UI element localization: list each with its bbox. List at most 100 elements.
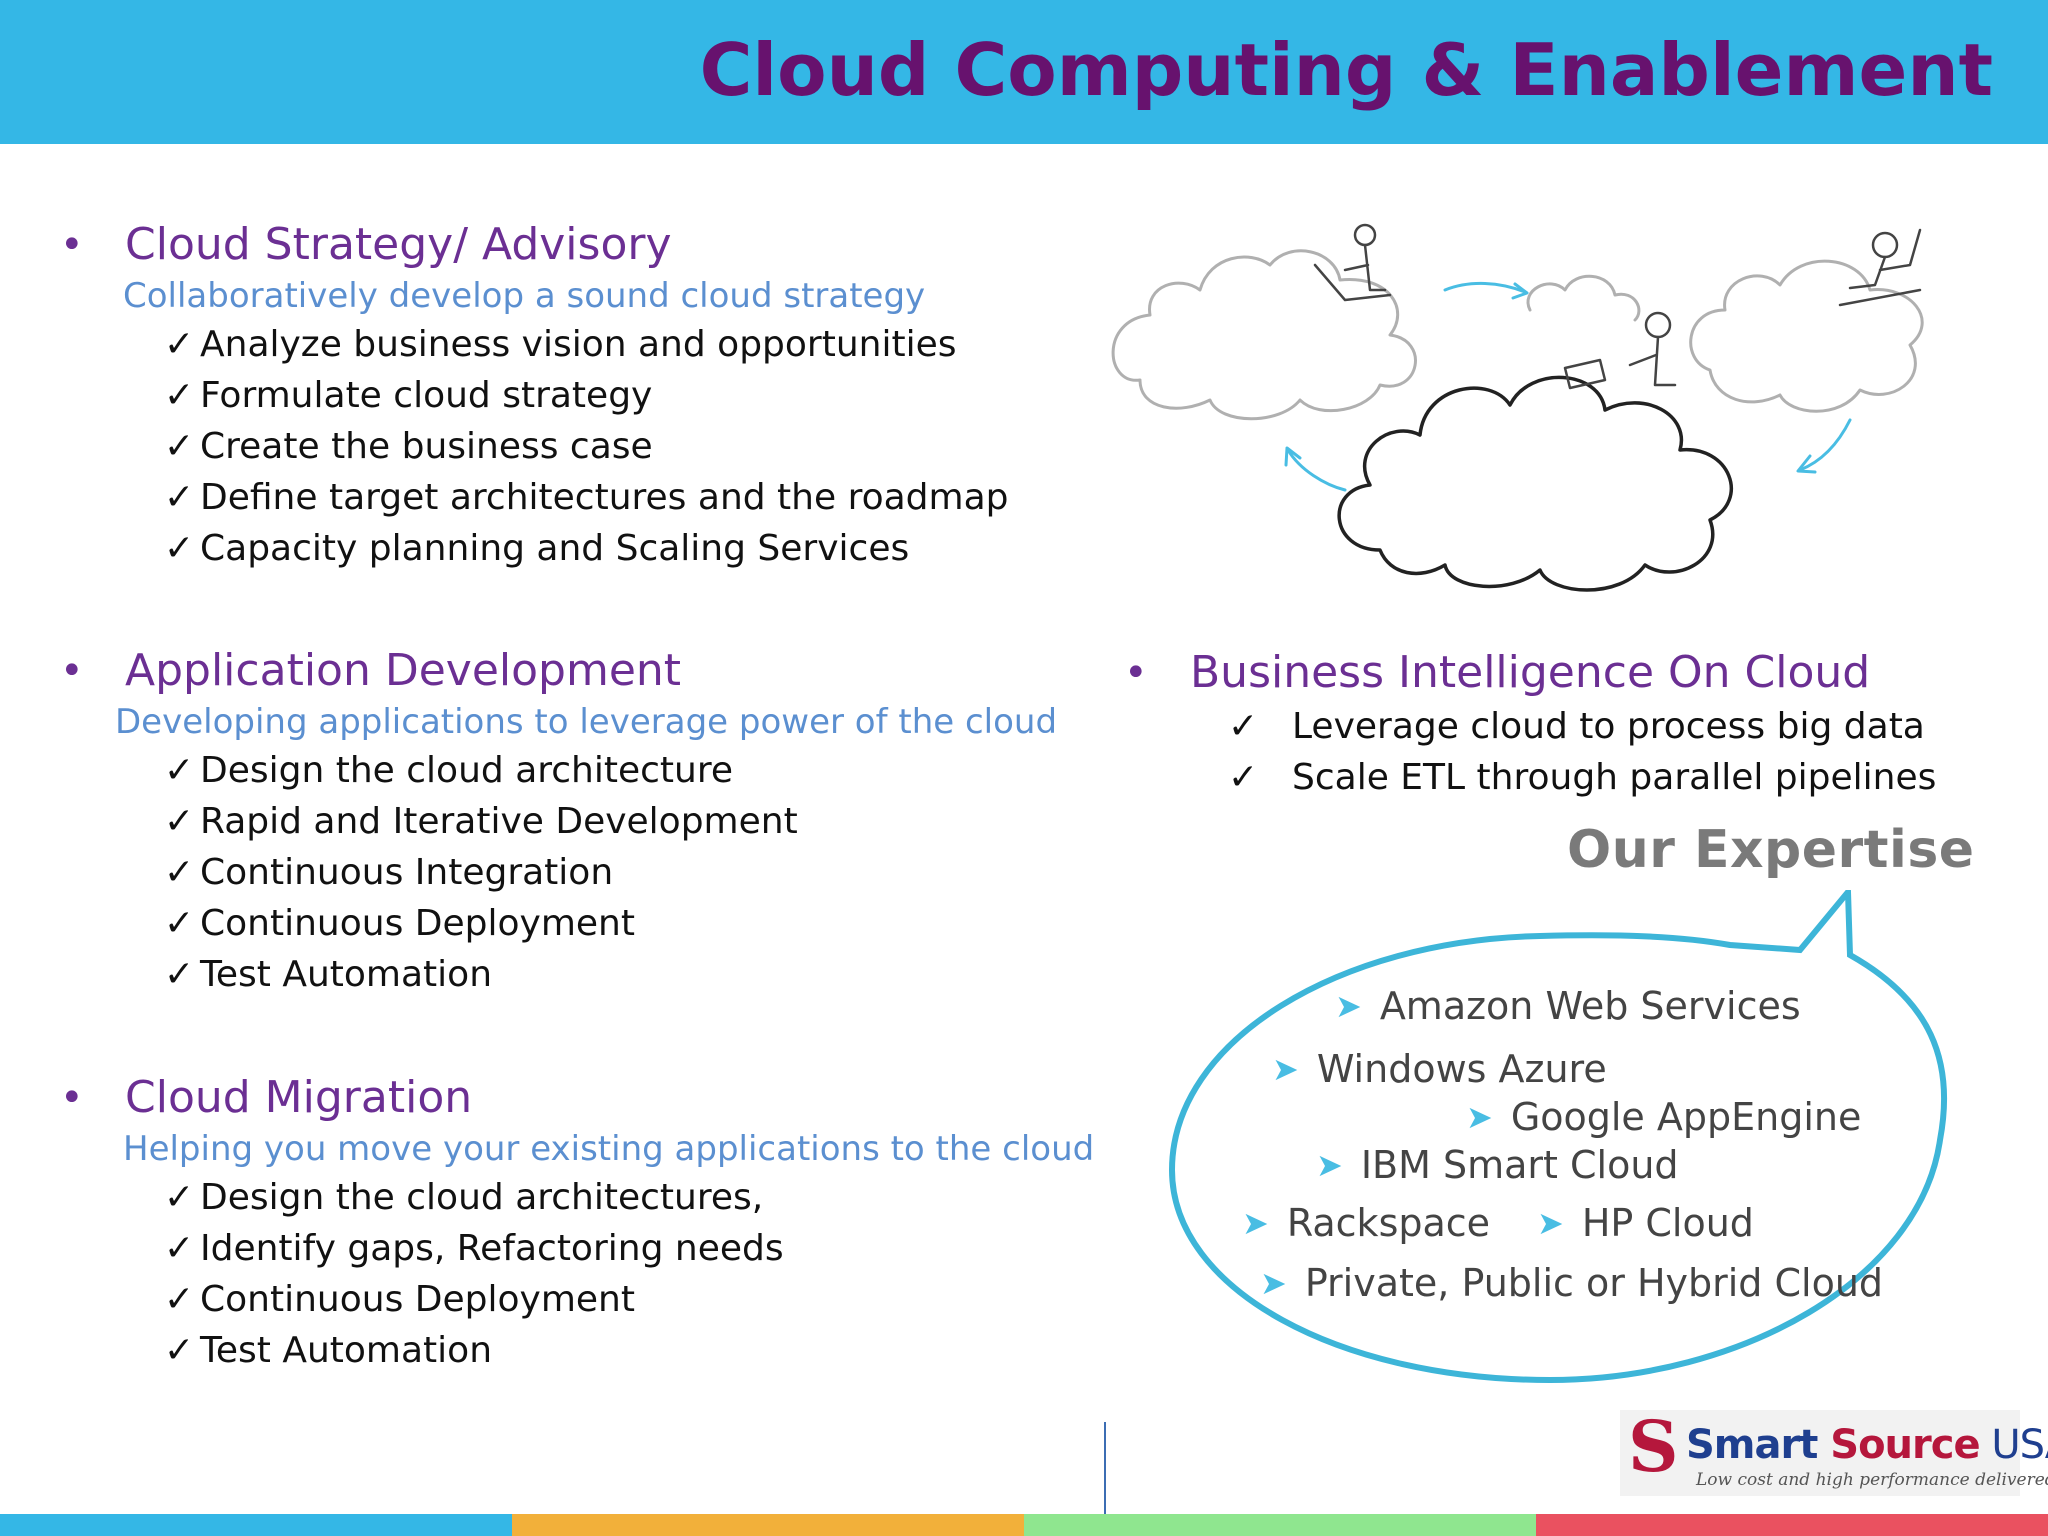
- list-item-text: Identify gaps, Refactoring needs: [200, 1228, 784, 1269]
- logo-name-usa: USA: [1991, 1422, 2048, 1468]
- item-list: ✓Leverage cloud to process big data ✓ Sca…: [1228, 701, 1936, 803]
- center-cloud-icon: [1337, 375, 1733, 592]
- logo-name: Smart Source USA: [1686, 1422, 2048, 1468]
- arrow-icon: ➤: [1466, 1098, 1493, 1136]
- list-item-text: Analyze business vision and opportunitie…: [200, 324, 957, 365]
- list-item-text: Continuous Deployment: [200, 1279, 635, 1320]
- section-heading-text: Cloud Migration: [125, 1072, 473, 1123]
- arrow-icon: ➤: [1272, 1050, 1299, 1088]
- list-item: ✓Design the cloud architectures,: [164, 1172, 1094, 1223]
- list-item-text: Test Automation: [200, 1330, 493, 1371]
- check-icon: ✓: [1228, 706, 1259, 747]
- item-list: ✓Design the cloud architectures, ✓Identi…: [164, 1172, 1094, 1376]
- expertise-item: ➤ Amazon Web Services: [1335, 984, 1801, 1028]
- expertise-item: ➤HP Cloud: [1537, 1201, 1754, 1245]
- list-item: ✓Design the cloud architecture: [164, 745, 1057, 796]
- check-icon: ✓: [164, 1279, 195, 1320]
- company-logo: S Smart Source USA Low cost and high per…: [1620, 1405, 2048, 1496]
- section-cloud-strategy: • Cloud Strategy/ Advisory Collaborative…: [60, 217, 1009, 574]
- page-title: Cloud Computing & Enablement: [699, 28, 1993, 112]
- expertise-item-text: Private, Public or Hybrid Cloud: [1304, 1261, 1884, 1305]
- list-item-text: Design the cloud architecture: [200, 750, 734, 791]
- logo-mark-icon: S: [1628, 1405, 1679, 1488]
- arrow-icon: ➤: [1316, 1146, 1343, 1184]
- list-item: ✓Test Automation: [164, 949, 1057, 1000]
- list-item-text: Create the business case: [200, 426, 653, 467]
- check-icon: ✓: [164, 954, 195, 995]
- footer-stripe: [1536, 1514, 2048, 1536]
- list-item: ✓ Scale ETL through parallel pipelines: [1228, 752, 1936, 803]
- check-icon: ✓: [164, 750, 195, 791]
- list-item-text: Design the cloud architectures,: [200, 1177, 764, 1218]
- item-list: ✓Analyze business vision and opportuniti…: [164, 319, 1009, 574]
- check-icon: ✓: [164, 801, 195, 842]
- arrow-icon: ➤: [1537, 1204, 1564, 1242]
- check-icon: ✓: [164, 528, 195, 569]
- list-item-text: Continuous Integration: [200, 852, 614, 893]
- bullet-icon: •: [60, 648, 84, 694]
- logo-tagline: Low cost and high performance delivered: [1696, 1470, 2048, 1490]
- bullet-icon: •: [1124, 650, 1148, 696]
- check-icon: ✓: [164, 1228, 195, 1269]
- expertise-item-text: Windows Azure: [1316, 1047, 1607, 1091]
- bullet-icon: •: [60, 222, 84, 268]
- check-icon: ✓: [164, 375, 195, 416]
- expertise-item: ➤Private, Public or Hybrid Cloud: [1260, 1261, 1883, 1305]
- list-item: ✓Rapid and Iterative Development: [164, 796, 1057, 847]
- list-item: ✓Leverage cloud to process big data: [1228, 701, 1936, 752]
- check-icon: ✓: [164, 477, 195, 518]
- section-heading: • Cloud Migration: [60, 1070, 1094, 1126]
- header-bar: [0, 0, 2048, 144]
- list-item: ✓Define target architectures and the roa…: [164, 472, 1009, 523]
- list-item: ✓Capacity planning and Scaling Services: [164, 523, 1009, 574]
- arrow-icon: ➤: [1335, 987, 1362, 1025]
- section-subheading: Developing applications to leverage powe…: [115, 702, 1058, 742]
- expertise-item-text: Amazon Web Services: [1379, 984, 1801, 1028]
- check-icon: ✓: [164, 852, 195, 893]
- section-heading-text: Application Development: [125, 645, 682, 696]
- list-item: ✓Continuous Deployment: [164, 1274, 1094, 1325]
- check-icon: ✓: [164, 903, 195, 944]
- list-item-text: Capacity planning and Scaling Services: [200, 528, 910, 569]
- bullet-icon: •: [60, 1075, 84, 1121]
- vertical-divider: [1104, 1422, 1106, 1514]
- left-cloud-icon: [1111, 249, 1417, 421]
- arrow-icon: ➤: [1242, 1204, 1269, 1242]
- expertise-item: ➤ Windows Azure: [1272, 1047, 1607, 1091]
- list-item: ✓Create the business case: [164, 421, 1009, 472]
- expertise-item-text: Google AppEngine: [1510, 1095, 1862, 1139]
- cloud-illustration: [1111, 223, 1924, 592]
- expertise-item: ➤ Google AppEngine: [1466, 1095, 1861, 1139]
- speech-bubble-icon: [1168, 890, 1948, 1384]
- expertise-item: ➤ IBM Smart Cloud: [1316, 1143, 1679, 1187]
- expertise-item-text: IBM Smart Cloud: [1360, 1143, 1679, 1187]
- people-sketch-icon: [1313, 223, 1922, 390]
- list-item: ✓Continuous Deployment: [164, 898, 1057, 949]
- section-cloud-migration: • Cloud Migration Helping you move your …: [60, 1070, 1094, 1376]
- list-item-text: Define target architectures and the road…: [200, 477, 1009, 518]
- expertise-item-text: Rackspace: [1286, 1201, 1491, 1245]
- list-item: ✓Analyze business vision and opportuniti…: [164, 319, 1009, 370]
- list-item-text: Test Automation: [200, 954, 493, 995]
- logo-name-smart: Smart: [1686, 1422, 1831, 1468]
- arrow-icons: [1284, 282, 1852, 492]
- check-icon: ✓: [164, 1177, 195, 1218]
- expertise-title: Our Expertise: [1567, 820, 1975, 880]
- check-icon: ✓: [164, 324, 195, 365]
- section-subheading: Collaboratively develop a sound cloud st…: [123, 276, 926, 316]
- section-heading-text: Cloud Strategy/ Advisory: [125, 219, 672, 270]
- expertise-item: ➤ Rackspace: [1242, 1201, 1490, 1245]
- check-icon: ✓: [164, 1330, 195, 1371]
- section-heading-text: Business Intelligence On Cloud: [1190, 647, 1871, 698]
- item-list: ✓Design the cloud architecture ✓Rapid an…: [164, 745, 1057, 1000]
- footer-stripe: [512, 1514, 1024, 1536]
- logo-name-source: Source: [1830, 1422, 1980, 1468]
- section-heading: • Business Intelligence On Cloud: [1124, 645, 1936, 701]
- list-item-text: Scale ETL through parallel pipelines: [1292, 757, 1937, 798]
- list-item-text: Continuous Deployment: [200, 903, 635, 944]
- check-icon: ✓: [1228, 757, 1259, 798]
- list-item-text: Formulate cloud strategy: [200, 375, 653, 416]
- list-item: ✓Formulate cloud strategy: [164, 370, 1009, 421]
- list-item: ✓Continuous Integration: [164, 847, 1057, 898]
- list-item: ✓Identify gaps, Refactoring needs: [164, 1223, 1094, 1274]
